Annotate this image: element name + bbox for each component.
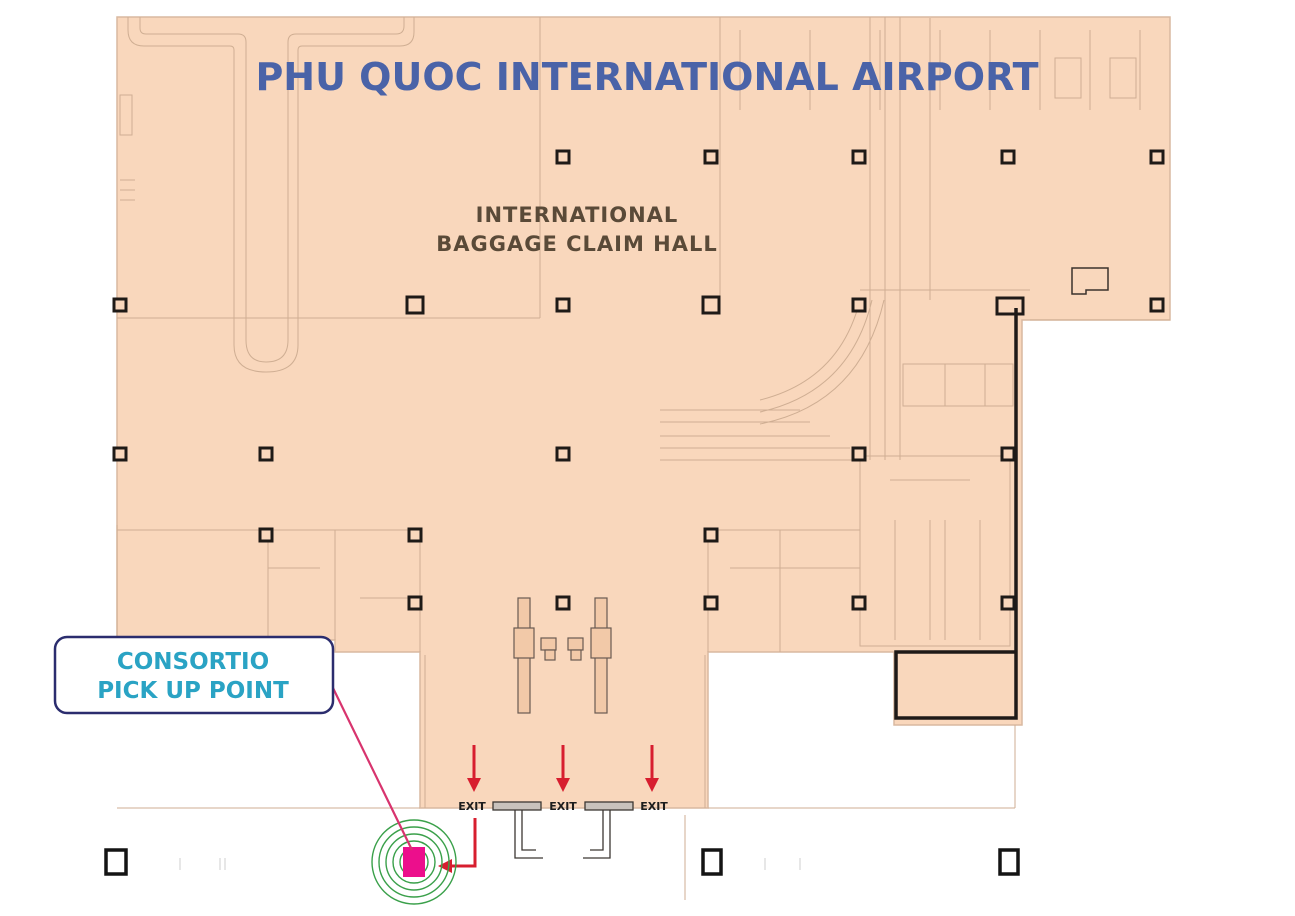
baggage-conveyors xyxy=(513,597,612,714)
structural-walls xyxy=(894,296,1025,720)
column-icon xyxy=(703,595,719,611)
floor-plan-detail-lines xyxy=(116,17,1170,900)
column-icon xyxy=(1149,297,1165,313)
column-icon xyxy=(407,527,423,543)
callout-line2: PICK UP POINT xyxy=(97,678,289,704)
column-icon xyxy=(258,527,274,543)
map-title: PHU QUOC INTERNATIONAL AIRPORT xyxy=(255,55,1038,99)
column-icon xyxy=(405,295,425,315)
pickup-callout[interactable]: CONSORTIO PICK UP POINT xyxy=(53,635,335,715)
column-icon xyxy=(851,595,867,611)
column-icon xyxy=(851,446,867,462)
outdoor-pillars xyxy=(104,848,1020,876)
column-icon xyxy=(1149,149,1165,165)
exit-arrow-icon xyxy=(556,745,570,792)
columns xyxy=(112,149,1165,611)
exit-label: EXIT xyxy=(549,800,577,813)
exit-label: EXIT xyxy=(458,800,486,813)
exit-doors xyxy=(492,801,634,859)
column-icon xyxy=(555,149,571,165)
hall-label-line2: BAGGAGE CLAIM HALL xyxy=(436,232,718,256)
exit-arrow-icon xyxy=(467,745,481,792)
column-icon xyxy=(112,297,128,313)
column-icon xyxy=(258,446,274,462)
callout-line1: CONSORTIO xyxy=(117,649,269,675)
column-icon xyxy=(1000,595,1016,611)
exit-label: EXIT xyxy=(640,800,668,813)
radar-rings-icon xyxy=(371,819,457,905)
exit-arrows xyxy=(467,745,659,792)
hall-label-line1: INTERNATIONAL xyxy=(476,203,679,227)
exit-arrow-icon xyxy=(645,745,659,792)
column-icon xyxy=(555,446,571,462)
column-icon xyxy=(112,446,128,462)
column-icon xyxy=(1000,149,1016,165)
pickup-marker-icon[interactable] xyxy=(403,847,425,877)
column-icon xyxy=(851,149,867,165)
column-icon xyxy=(555,297,571,313)
column-icon xyxy=(703,527,719,543)
column-icon xyxy=(555,595,571,611)
column-icon xyxy=(407,595,423,611)
column-icon xyxy=(851,297,867,313)
fixture-outline xyxy=(1071,267,1109,295)
column-icon xyxy=(703,149,719,165)
column-icon xyxy=(1000,446,1016,462)
column-icon xyxy=(701,295,721,315)
